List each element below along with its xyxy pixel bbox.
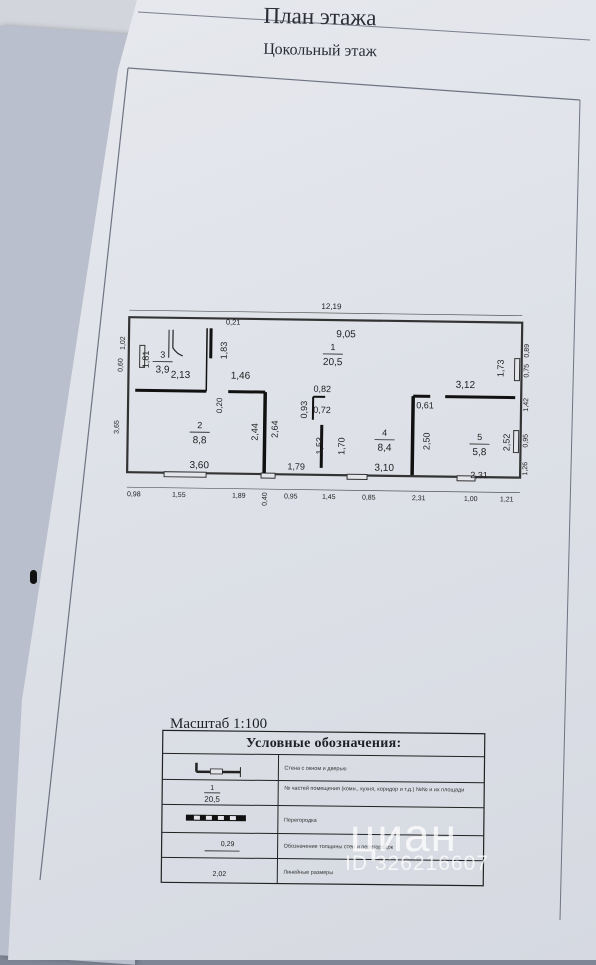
legend-dimension-sample: 2,02 xyxy=(212,871,226,878)
legend-thickness-sample: 0,29 xyxy=(221,841,235,848)
legend-room-number-sample: 1 xyxy=(210,785,214,792)
binder-hole xyxy=(30,570,37,584)
legend-wall-symbol xyxy=(196,763,240,777)
legend-desc-2: № частей помещения (комн., кухня, коридо… xyxy=(284,785,464,794)
legend-room-area-sample: 20,5 xyxy=(204,795,220,804)
legend-desc-1: Стена с окном и дверью xyxy=(284,766,346,773)
legend-desc-5: Линейные размеры xyxy=(283,869,333,877)
legend-desc-3: Перегородка xyxy=(284,818,318,824)
legend-partition-symbol xyxy=(186,815,246,822)
watermark-id: ID 326216607 xyxy=(345,852,489,876)
